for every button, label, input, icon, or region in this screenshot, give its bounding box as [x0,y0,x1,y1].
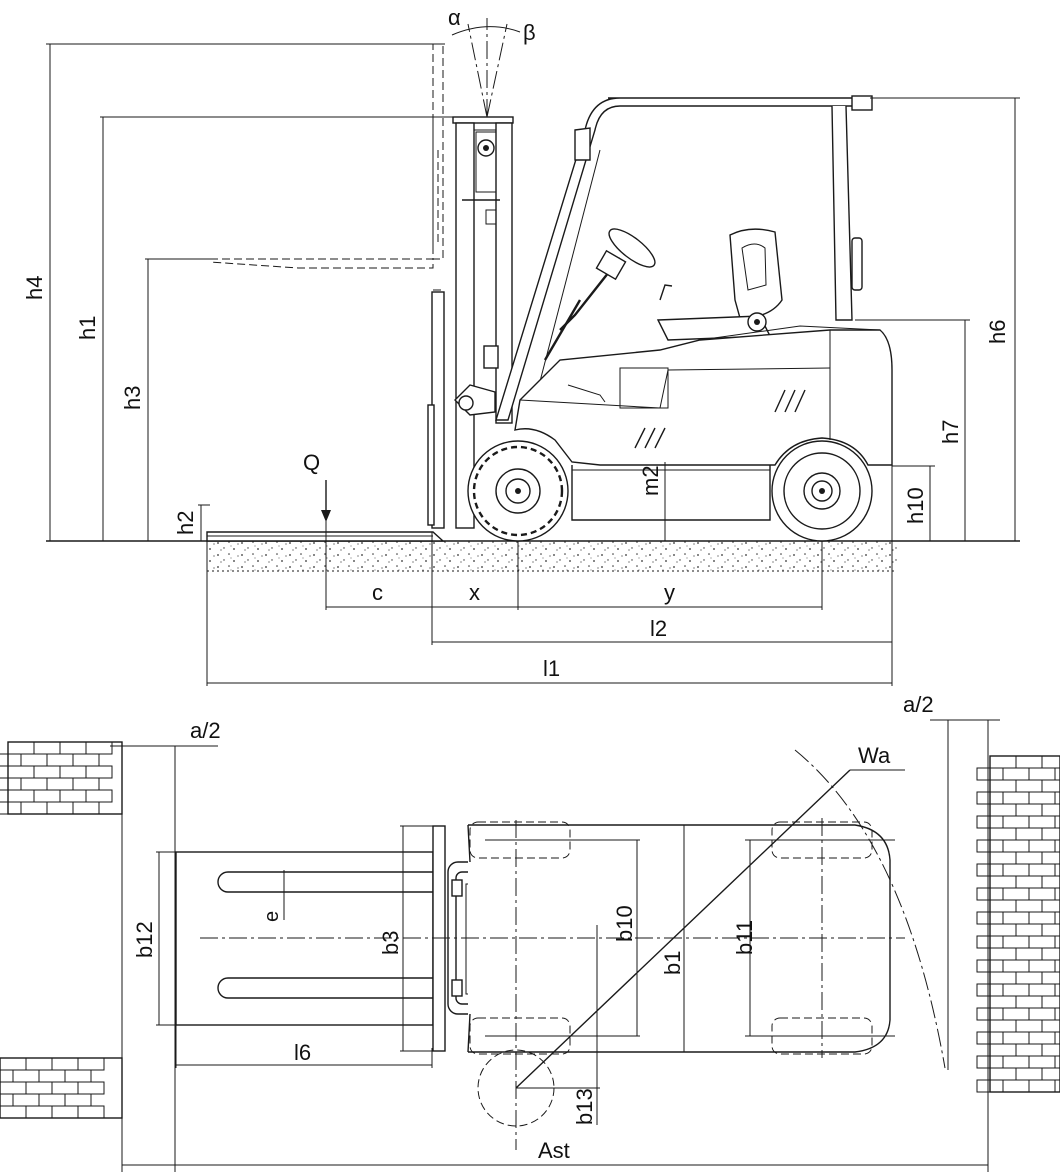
wall-top-left [0,741,123,815]
clearance-lines [110,719,1000,1172]
seat [656,228,783,341]
dim-b1: b1 [660,951,685,975]
dim-m2: m2 [638,465,663,496]
dim-y: y [664,580,675,605]
wall-bottom-left [0,1057,123,1119]
tilt-angle-indicator: α β [448,5,536,118]
dim-e: e [261,911,283,922]
dim-h4: h4 [22,276,47,300]
dim-b3: b3 [378,931,403,955]
ground [46,540,1020,572]
dim-x: x [469,580,480,605]
front-wheel [467,440,569,542]
dim-h6: h6 [985,320,1010,344]
dim-h10: h10 [903,487,928,524]
dim-h3: h3 [120,386,145,410]
dim-h7: h7 [938,420,963,444]
right-height-dimensions [664,97,1020,541]
dim-h2: h2 [173,511,198,535]
truck-body [514,325,893,521]
raised-forks-dashed [209,43,444,521]
dim-l1: l1 [543,656,560,681]
dim-ast: Ast [538,1138,570,1163]
dim-b13: b13 [572,1088,597,1125]
turning-radius [477,749,946,1127]
dim-b10: b10 [612,905,637,942]
angle-alpha-label: α [448,5,461,30]
dim-b11: b11 [732,920,757,955]
lowered-forks [206,291,445,542]
dim-wa: Wa [858,743,891,768]
load-q-label: Q [303,450,320,475]
wall-right [976,755,1060,1093]
dim-b12: b12 [132,921,157,958]
dim-a2-right: a/2 [903,692,934,717]
length-dimensions [206,465,893,686]
overhead-guard [495,95,873,421]
dim-l2: l2 [650,616,667,641]
top-view: a/2 a/2 Wa b12 b3 b10 b1 b11 b13 e l6 As… [0,692,1060,1172]
load-pallet [156,851,434,1068]
mast [452,116,514,529]
angle-beta-label: β [523,20,536,45]
side-view: α β [22,5,1020,686]
dim-l6: l6 [294,1040,311,1065]
dim-c: c [372,580,383,605]
rear-wheel [771,440,873,542]
load-center-marker [321,480,331,610]
steering [543,228,656,361]
dim-a2-left: a/2 [190,718,221,743]
truck-top-outline [200,818,905,1150]
height-dimension-lines [46,43,455,541]
dim-h1: h1 [75,316,100,340]
